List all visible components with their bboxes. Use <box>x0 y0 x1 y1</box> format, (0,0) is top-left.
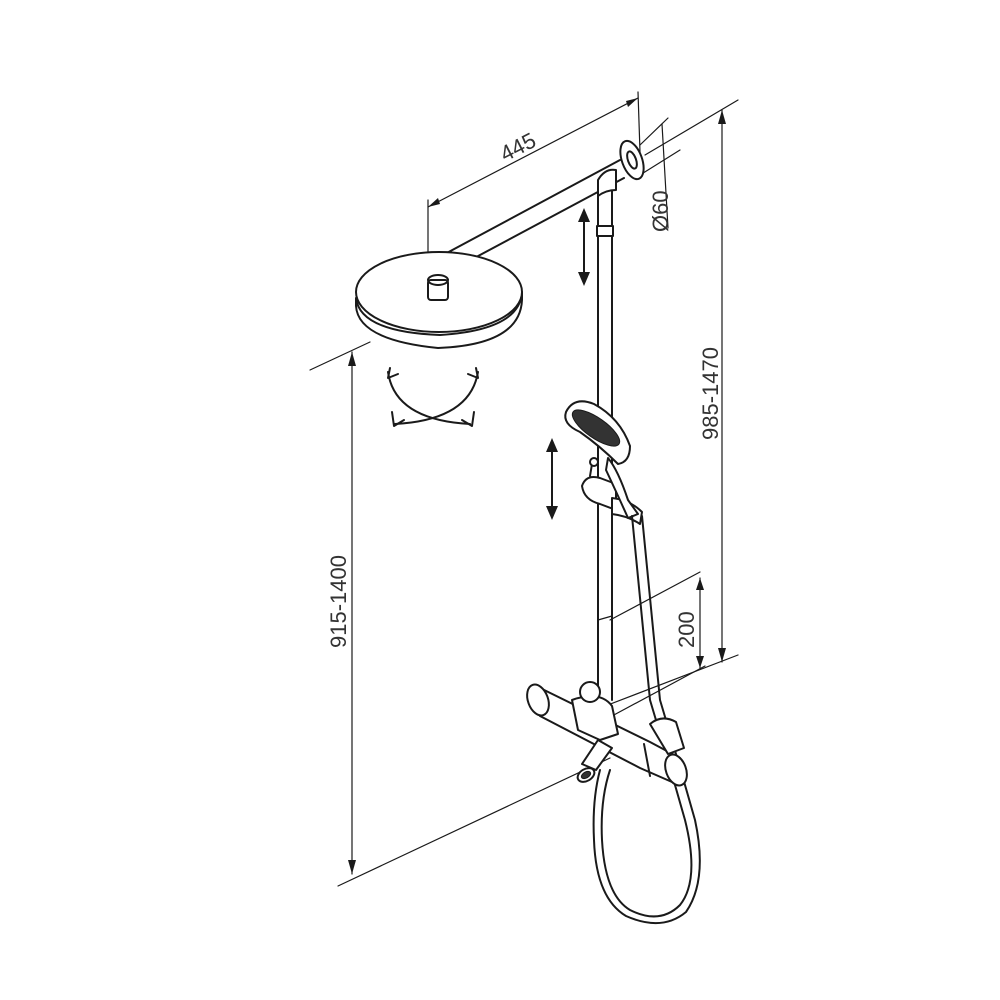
shower-arm <box>429 139 645 279</box>
rotate-arrows-icon <box>387 367 479 427</box>
arm-length-label: 445 <box>496 128 540 167</box>
bar-height-label: 985-1470 <box>698 347 723 440</box>
bar-height-dimension: 985-1470 <box>599 99 739 709</box>
pipe-diameter-label: Ø60 <box>648 190 673 232</box>
pipe-diameter-dimension: Ø60 <box>639 117 681 232</box>
shower-hose <box>592 515 701 925</box>
head-height-label: 915-1400 <box>326 555 351 648</box>
height-adjust-arrow-upper <box>578 208 590 286</box>
thermostatic-mixer <box>526 681 688 787</box>
outlet-spacing-dimension: 200 <box>609 571 706 717</box>
hand-shower <box>564 400 639 519</box>
outlet-spacing-label: 200 <box>674 611 699 648</box>
head-height-dimension: 915-1400 <box>309 341 611 887</box>
rain-shower-head <box>355 251 523 349</box>
bath-spout <box>576 739 613 783</box>
height-adjust-arrow-lower <box>546 438 558 520</box>
